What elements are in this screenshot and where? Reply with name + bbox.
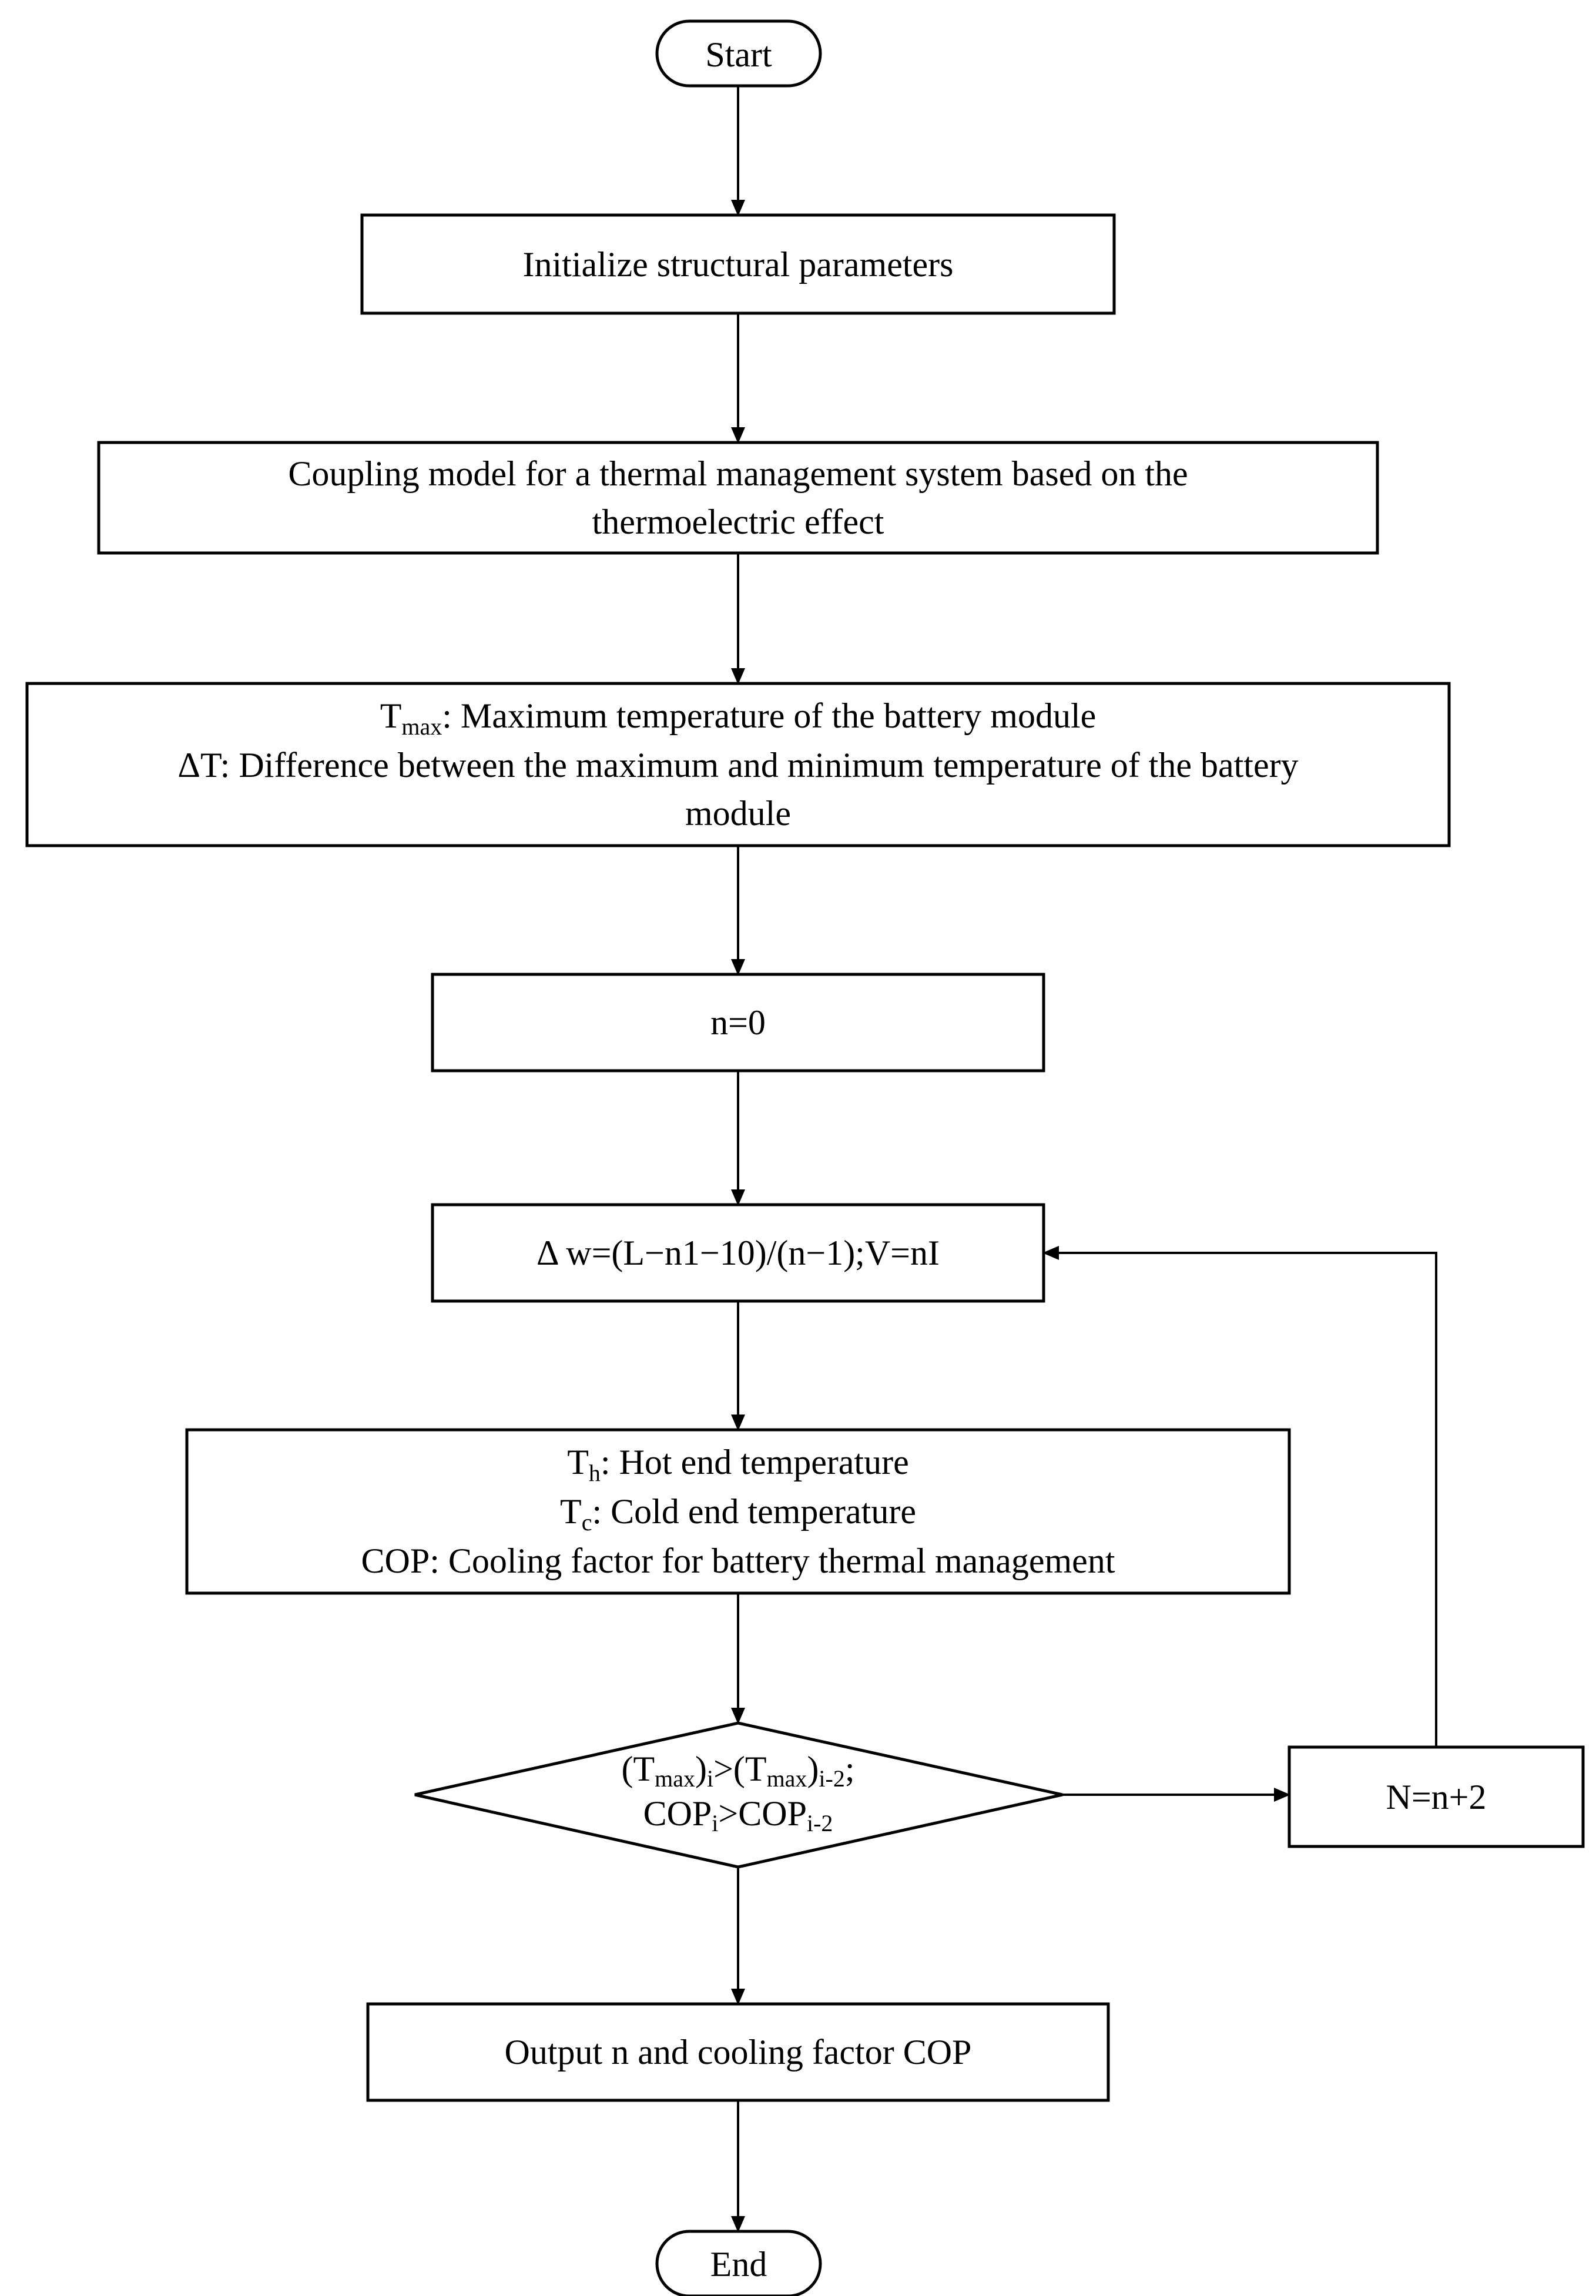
tmax-definition: Tmax: Maximum temperature of the battery… [380, 696, 1097, 740]
start-label: Start [705, 35, 772, 74]
end-node: End [655, 2230, 822, 2296]
tmax-symbol: T [380, 696, 402, 735]
increment-label: N=n+2 [1386, 1778, 1486, 1816]
coupling-label-line1: Coupling model for a thermal management … [288, 454, 1188, 493]
end-label: End [710, 2245, 767, 2284]
tmax-text: : Maximum temperature of the battery mod… [442, 696, 1096, 735]
tmax-subscript: max [401, 713, 442, 740]
init-label: Initialize structural parameters [523, 245, 954, 284]
arrow-increment-loop-to-update [1042, 1246, 1437, 1747]
th-text: : Hot end temperature [601, 1443, 909, 1481]
update-label: Δ w=(L−n1−10)/(n−1);V=nI [537, 1234, 940, 1272]
tc-text: : Cold end temperature [592, 1492, 916, 1531]
n-init-label: n=0 [710, 1003, 766, 1042]
temperatures-node: Th: Hot end temperature Tc: Cold end tem… [185, 1428, 1291, 1595]
delta-t-definition-line2: module [685, 794, 791, 833]
start-node: Start [655, 19, 822, 88]
th-definition: Th: Hot end temperature [567, 1443, 908, 1486]
init-node: Initialize structural parameters [360, 213, 1116, 315]
decision-condition-cop: COPi>COPi-2 [643, 1794, 833, 1836]
tc-definition: Tc: Cold end temperature [560, 1492, 916, 1536]
tc-subscript: c [582, 1509, 592, 1536]
th-subscript: h [589, 1460, 601, 1486]
n-init-node: n=0 [431, 973, 1045, 1072]
metrics-node: Tmax: Maximum temperature of the battery… [25, 682, 1451, 847]
decision-node: (Tmax)i>(Tmax)i-2; COPi>COPi-2 [414, 1721, 1063, 1869]
increment-node: N=n+2 [1287, 1745, 1585, 1848]
delta-t-definition-line1: ΔT: Difference between the maximum and m… [177, 746, 1298, 785]
th-symbol: T [567, 1443, 589, 1481]
output-label: Output n and cooling factor COP [505, 2033, 972, 2072]
tc-symbol: T [560, 1492, 582, 1531]
output-node: Output n and cooling factor COP [366, 2002, 1110, 2102]
coupling-label-line2: thermoelectric effect [592, 502, 884, 541]
update-node: Δ w=(L−n1−10)/(n−1);V=nI [431, 1203, 1045, 1303]
decision-condition-tmax: (Tmax)i>(Tmax)i-2; [621, 1749, 854, 1792]
coupling-model-node: Coupling model for a thermal management … [97, 441, 1379, 555]
cop-definition: COP: Cooling factor for battery thermal … [361, 1541, 1115, 1580]
